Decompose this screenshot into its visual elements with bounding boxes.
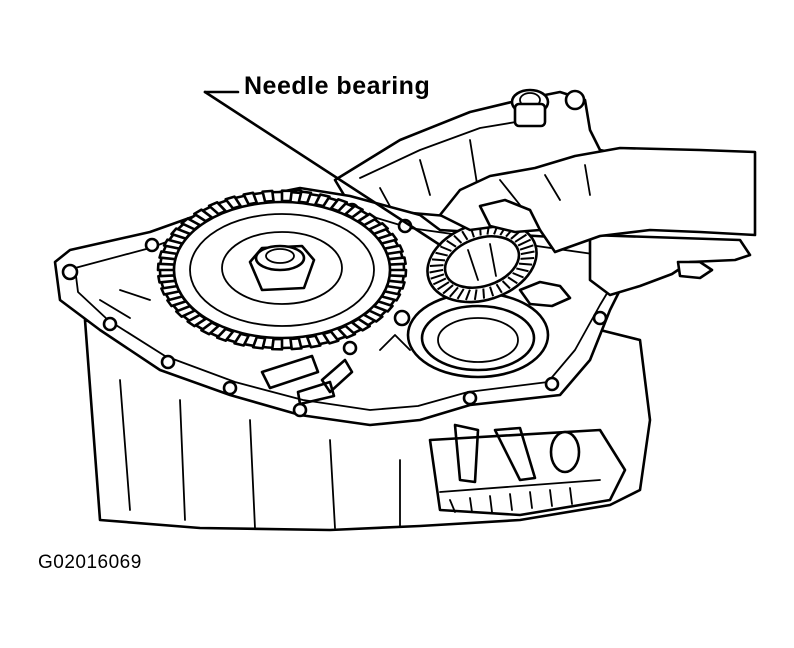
bearing-needle	[520, 257, 535, 260]
gear-tooth	[388, 268, 408, 278]
gear-tooth	[280, 189, 294, 203]
gear-tooth	[251, 335, 267, 350]
bearing-needle	[517, 238, 532, 247]
bearing-needle	[518, 262, 533, 266]
gear-tooth	[297, 190, 313, 205]
bearing-needle	[465, 289, 471, 301]
bearing-needle	[430, 273, 445, 280]
bearing-needle	[437, 281, 450, 291]
bearing-needle	[456, 288, 465, 300]
callout-label: Needle bearing	[244, 72, 431, 100]
bearing-needle	[507, 276, 518, 285]
gear-tooth	[157, 274, 177, 284]
bearing-needle	[431, 258, 446, 262]
bearing-needle	[446, 239, 457, 248]
bearing-needle	[429, 264, 444, 267]
output-gear	[156, 189, 408, 351]
gear-tooth	[156, 262, 176, 272]
bearing-needle	[501, 280, 511, 290]
hand	[438, 146, 757, 308]
figure-id: G02016069	[38, 552, 142, 573]
gear-tooth	[270, 337, 284, 351]
bearing-needle	[442, 284, 454, 295]
bearing-needle	[514, 233, 527, 243]
gear-tooth	[289, 336, 303, 351]
bearing-needles	[429, 223, 535, 301]
bearing-needle	[440, 245, 452, 252]
needle-bearing	[426, 220, 538, 304]
bearing-needle	[435, 251, 448, 257]
bearing-needle	[519, 244, 534, 251]
bearing-needle	[473, 289, 478, 301]
bearing-needle	[495, 283, 503, 294]
bearing-needle	[449, 286, 459, 298]
gear-tooth	[261, 189, 275, 204]
bearing-needle	[432, 277, 447, 286]
bearing-needle	[489, 286, 495, 297]
bearing-needle	[512, 272, 524, 279]
callout-leader	[203, 90, 442, 247]
bearing-seat	[406, 291, 550, 379]
bearing-needle	[429, 268, 444, 274]
bearing-needle	[520, 250, 535, 256]
bearing-needle	[482, 288, 486, 299]
bearing-needle	[461, 230, 469, 241]
gear-tooth	[387, 256, 407, 266]
bearing-needle	[453, 234, 463, 244]
bearing-needle	[516, 267, 529, 273]
